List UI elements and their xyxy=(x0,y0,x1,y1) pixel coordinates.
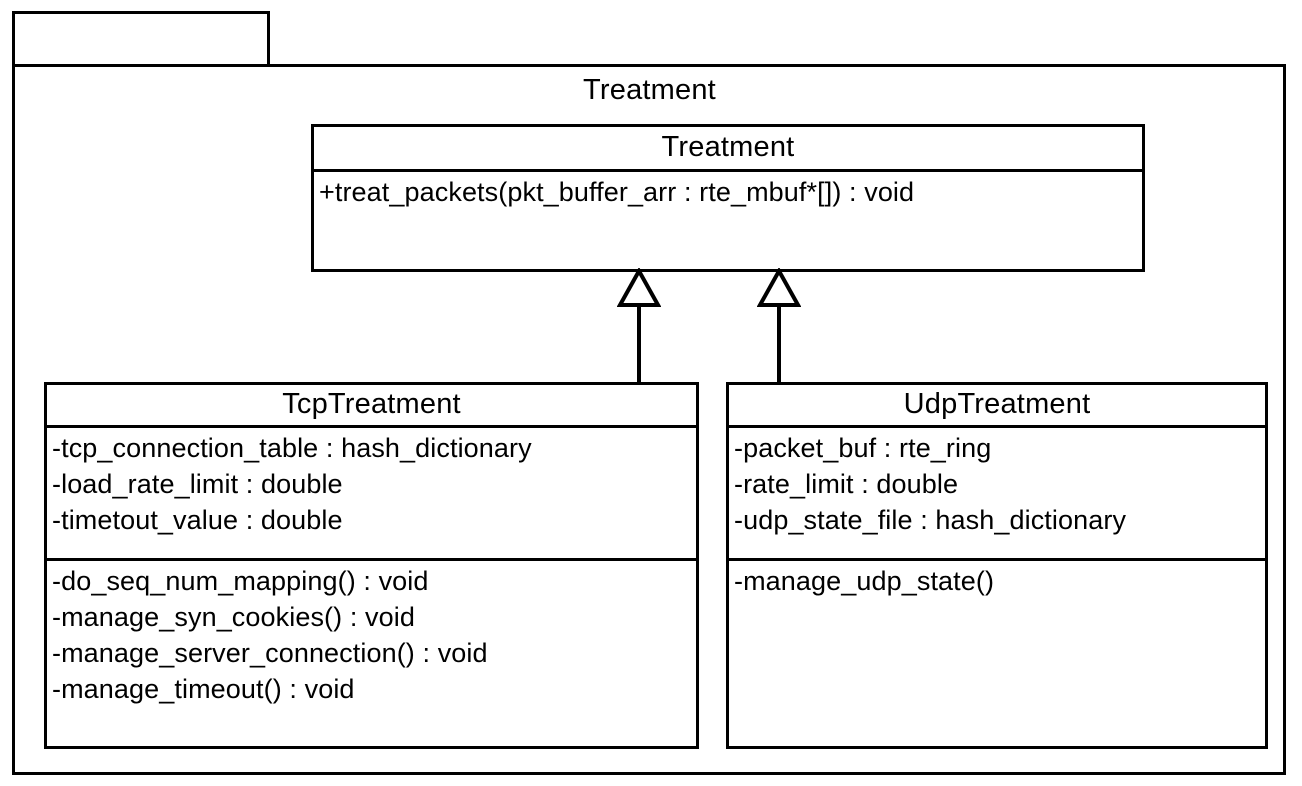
generalization-line-udp xyxy=(777,303,781,385)
tcp-treatment-methods-compartment: -do_seq_num_mapping() : void -manage_syn… xyxy=(47,558,696,749)
package-tab xyxy=(12,11,270,66)
tcp-treatment-attributes-compartment: -tcp_connection_table : hash_dictionary … xyxy=(47,425,696,558)
udp-treatment-attributes-compartment: -packet_buf : rte_ring -rate_limit : dou… xyxy=(729,425,1265,558)
udp-treatment-methods-compartment: -manage_udp_state() xyxy=(729,558,1265,749)
method-item: -manage_udp_state() xyxy=(734,566,995,596)
attribute-item: -rate_limit : double xyxy=(734,469,959,499)
attribute-item: -timetout_value : double xyxy=(52,505,343,535)
generalization-triangle-icon-udp xyxy=(757,268,801,307)
attribute-item: -udp_state_file : hash_dictionary xyxy=(734,505,1127,535)
class-name-tcp-treatment: TcpTreatment xyxy=(282,388,461,420)
treatment-methods-compartment: +treat_packets(pkt_buffer_arr : rte_mbuf… xyxy=(314,169,1142,272)
attribute-item: -tcp_connection_table : hash_dictionary xyxy=(52,433,532,463)
attribute-item: -packet_buf : rte_ring xyxy=(734,433,992,463)
package-title: Treatment xyxy=(583,74,716,106)
generalization-triangle-icon-tcp xyxy=(617,268,661,307)
class-box-treatment[interactable]: Treatment +treat_packets(pkt_buffer_arr … xyxy=(311,124,1145,272)
generalization-line-tcp xyxy=(637,303,641,385)
method-item: -manage_syn_cookies() : void xyxy=(52,602,415,632)
method-item: -do_seq_num_mapping() : void xyxy=(52,566,429,596)
method-item: +treat_packets(pkt_buffer_arr : rte_mbuf… xyxy=(319,177,915,207)
class-box-tcp-treatment[interactable]: TcpTreatment -tcp_connection_table : has… xyxy=(44,382,699,749)
attribute-item: -load_rate_limit : double xyxy=(52,469,343,499)
class-name-udp-treatment: UdpTreatment xyxy=(903,388,1091,420)
class-name-treatment: Treatment xyxy=(661,131,795,163)
method-item: -manage_server_connection() : void xyxy=(52,638,488,668)
method-item: -manage_timeout() : void xyxy=(52,674,355,704)
class-box-udp-treatment[interactable]: UdpTreatment -packet_buf : rte_ring -rat… xyxy=(726,382,1268,749)
